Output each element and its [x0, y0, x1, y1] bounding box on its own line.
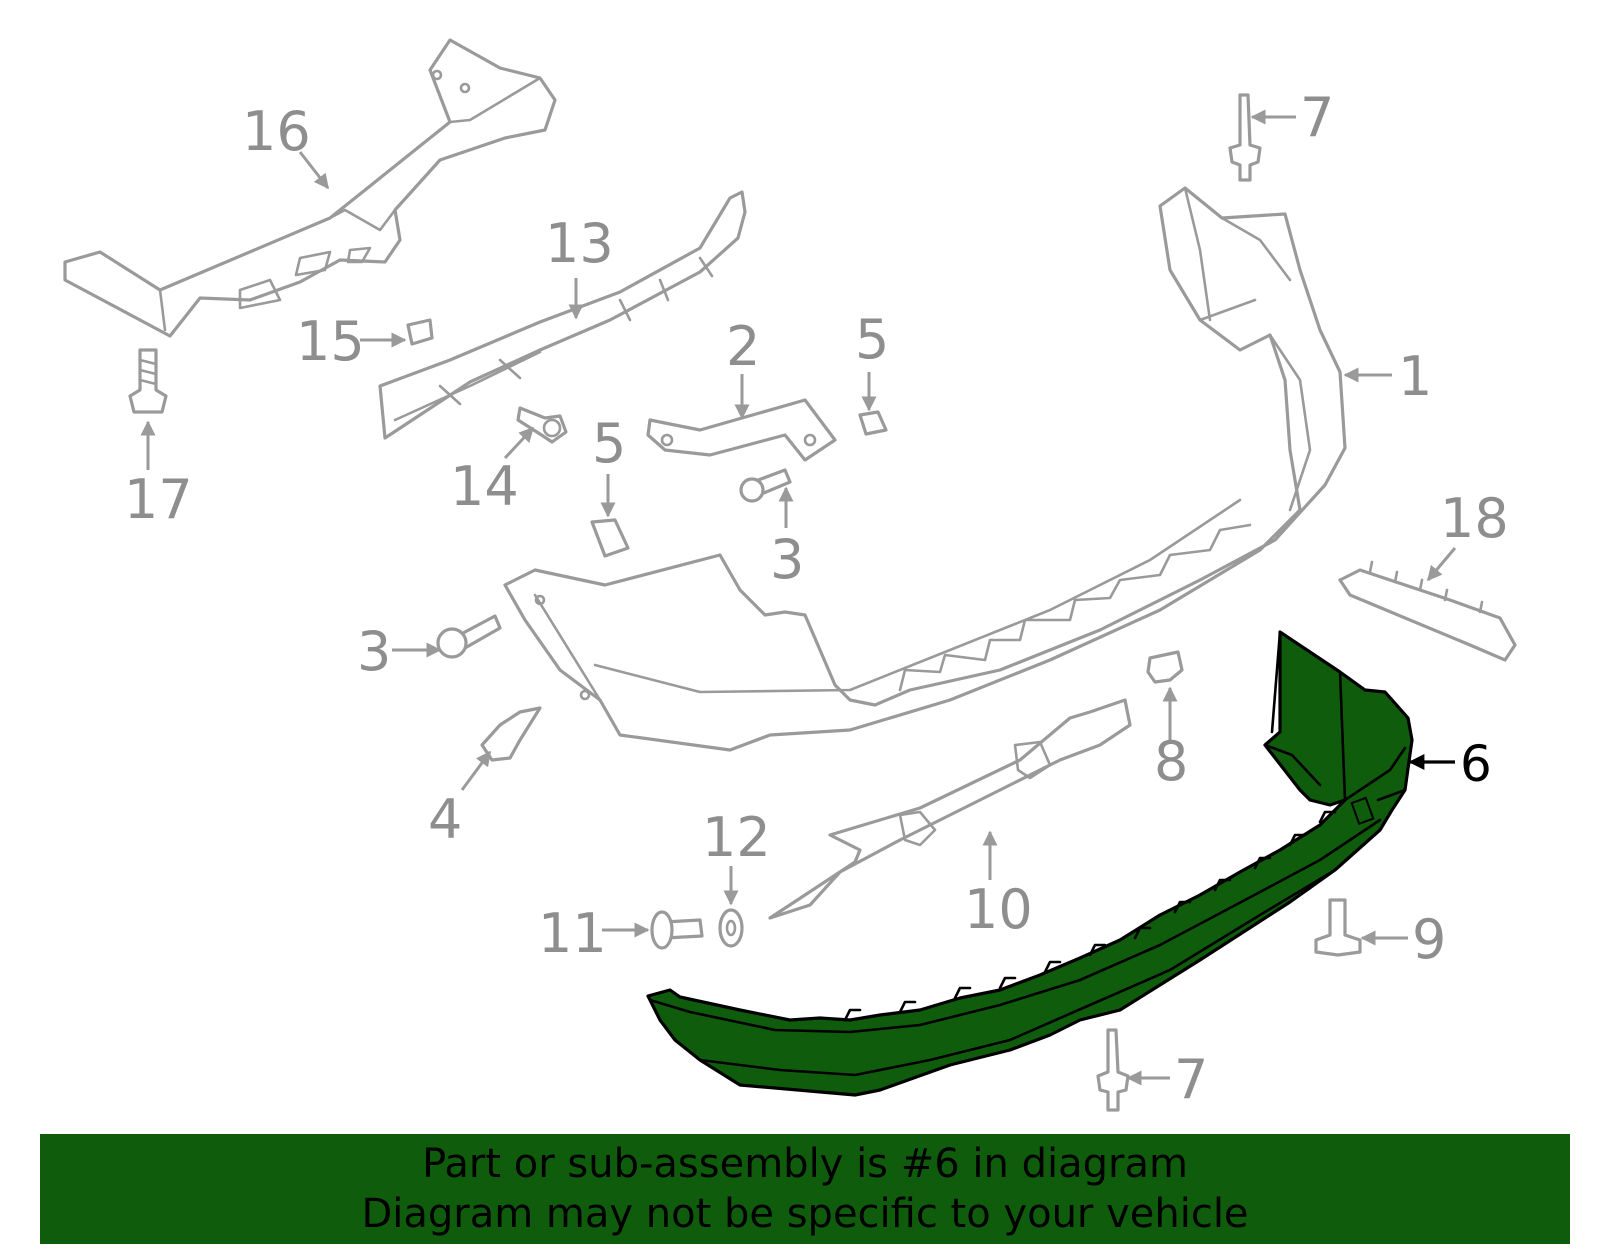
part-1-bumper-cover — [503, 186, 1347, 752]
callout-3-upper: 3 — [770, 528, 804, 591]
leader-lines — [140, 109, 1457, 1086]
part-8-clip — [1146, 650, 1184, 684]
callout-14: 14 — [450, 455, 519, 518]
part-7-pin-upper — [1228, 93, 1262, 182]
callout-labels: 16 13 15 17 14 2 5 5 3 3 1 7 18 4 8 10 1… — [124, 86, 1509, 1111]
part-7-pin-lower — [1096, 1028, 1130, 1112]
part-2-bracket — [646, 398, 837, 462]
callout-7-upper: 7 — [1300, 86, 1334, 149]
leader-4 — [460, 750, 492, 791]
part-17-bolt — [128, 348, 168, 414]
callout-18: 18 — [1440, 487, 1509, 550]
callout-16: 16 — [242, 100, 311, 163]
part-9-pin — [1314, 898, 1362, 957]
info-banner: Part or sub-assembly is #6 in diagram Di… — [40, 1134, 1570, 1244]
leader-16 — [298, 151, 330, 190]
part-3-bolt-left — [436, 614, 502, 659]
callout-6: 6 — [1460, 735, 1492, 793]
callout-15: 15 — [296, 310, 365, 373]
callout-12: 12 — [702, 806, 771, 869]
leader-18 — [1426, 547, 1457, 582]
part-4-retainer — [480, 706, 542, 762]
part-5-clip-left — [590, 518, 630, 558]
part-14-bolt — [516, 406, 568, 444]
part-5-clip-right — [858, 410, 888, 436]
leader-14 — [503, 426, 535, 460]
callout-5-right: 5 — [855, 308, 889, 371]
callout-11: 11 — [538, 902, 607, 965]
callout-2: 2 — [726, 315, 760, 378]
callout-13: 13 — [545, 212, 614, 275]
part-3-bolt-upper — [739, 468, 792, 503]
callout-17: 17 — [124, 468, 193, 531]
banner-line-1: Part or sub-assembly is #6 in diagram — [422, 1141, 1188, 1187]
callout-3-left: 3 — [357, 620, 391, 683]
part-11-screw — [650, 910, 704, 950]
part-6-lower-valance — [646, 630, 1414, 1097]
part-18-bracket — [1338, 560, 1517, 662]
part-16-hitch-crossmember — [63, 38, 557, 338]
callout-4: 4 — [428, 788, 462, 851]
callout-8: 8 — [1154, 730, 1188, 793]
part-12-grommet — [718, 908, 744, 948]
callout-10: 10 — [964, 878, 1033, 941]
callout-5-left: 5 — [592, 412, 626, 475]
callout-1: 1 — [1398, 345, 1432, 408]
banner-line-2: Diagram may not be specific to your vehi… — [361, 1191, 1249, 1237]
callout-7-lower: 7 — [1174, 1048, 1208, 1111]
callout-9: 9 — [1412, 908, 1446, 971]
part-13-reinforcement — [378, 190, 747, 440]
part-15-clip — [406, 318, 434, 346]
part-10-shield — [768, 698, 1132, 920]
